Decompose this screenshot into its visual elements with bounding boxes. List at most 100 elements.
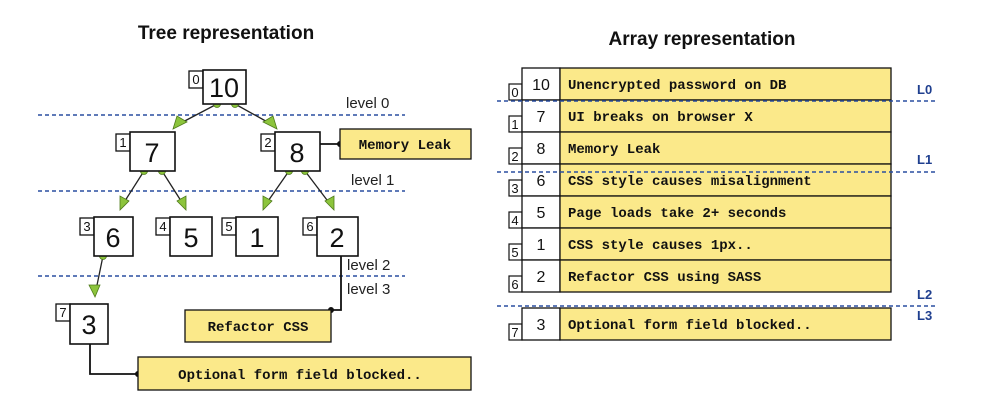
array-row-value: 6 xyxy=(537,173,546,190)
array-row-value: 1 xyxy=(537,237,546,254)
level-label-0: level 0 xyxy=(346,95,389,112)
node-box xyxy=(129,131,176,172)
array-title: Array representation xyxy=(609,29,796,50)
array-row-text: Page loads take 2+ seconds xyxy=(568,206,786,222)
label-refactor-css: Refactor CSS xyxy=(208,320,309,336)
array-row-value: 8 xyxy=(537,141,546,158)
array-rows: 0 10 Unencrypted password on DB 1 7 UI b… xyxy=(508,67,892,341)
array-row: 6 2 Refactor CSS using SASS xyxy=(508,259,892,293)
array-row: 5 1 CSS style causes 1px.. xyxy=(508,227,892,261)
array-row-value-box xyxy=(521,259,561,293)
array-row-text-box xyxy=(559,259,892,293)
node-box xyxy=(235,216,279,257)
array-row-index: 2 xyxy=(511,149,518,164)
array-row-text-box xyxy=(559,99,892,133)
array-row: 0 10 Unencrypted password on DB xyxy=(508,67,892,101)
node-box xyxy=(169,216,213,257)
tree-level-labels: level 0 level 1 level 2 level 3 xyxy=(346,95,394,298)
node-box xyxy=(93,216,134,257)
arrow-head-2 xyxy=(262,115,278,130)
level-label-1: level 1 xyxy=(351,172,394,189)
array-row-value: 5 xyxy=(537,205,546,222)
tree-labels: Memory Leak Refactor CSS Optional form f… xyxy=(137,128,472,391)
node-index: 6 xyxy=(306,219,313,234)
tree-edge-markers xyxy=(88,100,335,298)
node-value: 8 xyxy=(289,138,304,168)
node-value: 6 xyxy=(105,223,120,253)
connector-optional-form xyxy=(89,344,138,375)
arrow-head-1 xyxy=(172,115,188,130)
array-level-marker-l1: L1 xyxy=(917,152,932,167)
edge-2-5 xyxy=(265,170,290,205)
tree-title: Tree representation xyxy=(138,23,314,44)
label-box-refactor-css xyxy=(184,309,332,343)
node-value: 7 xyxy=(144,138,159,168)
array-row-index: 3 xyxy=(511,181,518,196)
edge-3-7 xyxy=(95,255,104,291)
node-index: 0 xyxy=(192,72,199,87)
tree-node: 5 1 xyxy=(221,216,279,257)
tree-nodes: 0 10 1 7 2 8 3 6 4 5 xyxy=(55,69,359,345)
array-row-text: CSS style causes misalignment xyxy=(568,174,812,190)
node-box xyxy=(69,303,109,345)
label-optional-form: Optional form field blocked.. xyxy=(178,368,422,384)
array-row-text-box xyxy=(559,307,892,341)
node-index: 2 xyxy=(264,135,271,150)
node-index: 5 xyxy=(225,219,232,234)
array-row-text-box xyxy=(559,67,892,101)
array-level-markers: L0 L1 L2 L3 xyxy=(917,82,932,323)
edge-1-4 xyxy=(161,170,184,205)
array-level-marker-l3: L3 xyxy=(917,308,932,323)
array-level-marker-l2: L2 xyxy=(917,287,932,302)
array-level-marker-l0: L0 xyxy=(917,82,932,97)
array-row: 3 6 CSS style causes misalignment xyxy=(508,163,892,197)
node-index: 4 xyxy=(159,219,166,234)
label-box-memory-leak xyxy=(339,128,472,160)
tree-node: 1 7 xyxy=(115,131,176,172)
array-row-text: Memory Leak xyxy=(568,142,660,158)
array-row-index: 0 xyxy=(511,85,518,100)
array-row-value: 7 xyxy=(537,109,546,126)
array-row-index: 1 xyxy=(511,117,518,132)
tree-level-lines xyxy=(38,114,405,277)
node-box xyxy=(316,216,359,257)
tree-node: 3 6 xyxy=(79,216,134,257)
array-row-value-box xyxy=(521,307,561,341)
array-row-text: CSS style causes 1px.. xyxy=(568,238,753,254)
tree-node: 4 5 xyxy=(155,216,213,257)
array-level-lines xyxy=(497,100,937,307)
arrow-head-4 xyxy=(176,195,187,211)
array-row-index: 7 xyxy=(511,325,518,340)
node-index: 7 xyxy=(59,305,66,320)
arrow-head-7 xyxy=(88,284,101,298)
node-value: 5 xyxy=(183,223,198,253)
array-row-value: 3 xyxy=(537,317,546,334)
array-row-index: 5 xyxy=(511,245,518,260)
node-index: 1 xyxy=(119,135,126,150)
arrow-head-3 xyxy=(119,195,130,211)
array-row: 2 8 Memory Leak xyxy=(508,131,892,165)
node-box xyxy=(274,131,321,172)
level-label-2: level 2 xyxy=(347,257,390,274)
array-row-text-box xyxy=(559,163,892,197)
arrow-head-6 xyxy=(324,195,335,211)
node-value: 2 xyxy=(329,223,344,253)
label-memory-leak: Memory Leak xyxy=(359,138,451,154)
array-row-text-box xyxy=(559,195,892,229)
array-row-index: 6 xyxy=(511,277,518,292)
array-row: 1 7 UI breaks on browser X xyxy=(508,99,892,133)
edge-2-6 xyxy=(304,170,331,205)
node-value: 10 xyxy=(209,73,239,103)
array-row-text: Refactor CSS using SASS xyxy=(568,270,761,286)
tree-node: 0 10 xyxy=(188,69,247,105)
array-row-value: 2 xyxy=(537,269,546,286)
array-row-value-box xyxy=(521,163,561,197)
tree-edges xyxy=(95,103,331,291)
array-row: 4 5 Page loads take 2+ seconds xyxy=(508,195,892,229)
label-box-optional-form xyxy=(137,356,472,391)
array-row-value-box xyxy=(521,67,561,101)
tree-node: 7 3 xyxy=(55,303,109,345)
array-row-text: UI breaks on browser X xyxy=(568,110,753,126)
node-value: 1 xyxy=(249,223,264,253)
